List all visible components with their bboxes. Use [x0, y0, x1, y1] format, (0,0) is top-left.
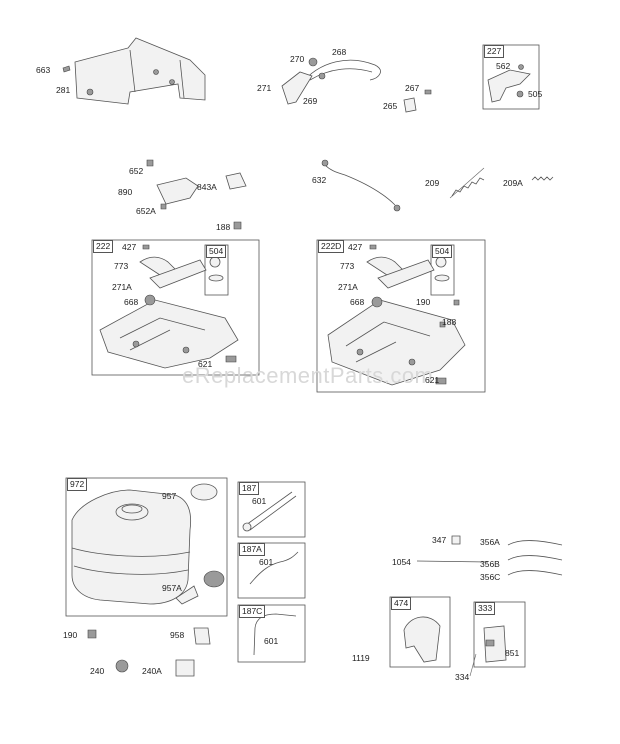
callout-356a: 356A — [480, 537, 500, 547]
callout-240: 240 — [90, 666, 105, 676]
throttle-cable-assembly-drawing — [281, 57, 432, 113]
kit-label-504: 504 — [432, 245, 453, 258]
callout-843a: 843A — [197, 182, 217, 192]
callout-281: 281 — [56, 85, 71, 95]
callout-505: 505 — [528, 89, 543, 99]
callout-334: 334 — [455, 672, 470, 682]
callout-652a: 652A — [136, 206, 156, 216]
callout-269: 269 — [303, 96, 318, 106]
callout-270: 270 — [290, 54, 305, 64]
kit-label-187a: 187A — [239, 543, 265, 556]
callout-663: 663 — [36, 65, 51, 75]
callout-356b: 356B — [480, 559, 500, 569]
kit-label-187c: 187C — [239, 605, 266, 618]
callout-1054: 1054 — [392, 557, 411, 567]
callout-268: 268 — [332, 47, 347, 57]
callout-190: 190 — [63, 630, 78, 640]
callout-957: 957 — [162, 491, 177, 501]
callout-356c: 356C — [480, 572, 501, 582]
callout-773: 773 — [114, 261, 129, 271]
callout-562: 562 — [496, 61, 511, 71]
callout-890: 890 — [118, 187, 133, 197]
callout-427: 427 — [122, 242, 137, 252]
spring-209-drawing — [449, 167, 554, 199]
callout-188: 188 — [216, 222, 231, 232]
callout-347: 347 — [432, 535, 447, 545]
callout-267: 267 — [405, 83, 420, 93]
control-bracket-222d-drawing — [327, 244, 466, 386]
callout-271a: 271A — [112, 282, 132, 292]
callout-652: 652 — [129, 166, 144, 176]
kit-label-222: 222 — [93, 240, 114, 253]
callout-851: 851 — [505, 648, 520, 658]
kit-label-504: 504 — [206, 245, 227, 258]
kit-label-227: 227 — [484, 45, 505, 58]
callout-190: 190 — [416, 297, 431, 307]
kit-label-333: 333 — [475, 602, 496, 615]
fuel-tank-972-drawing — [71, 483, 225, 605]
callout-240a: 240A — [142, 666, 162, 676]
kit-label-474: 474 — [391, 597, 412, 610]
kit-label-222d: 222D — [318, 240, 345, 253]
governor-lever-227-drawing — [487, 64, 531, 103]
callout-621: 621 — [198, 359, 213, 369]
callout-773: 773 — [340, 261, 355, 271]
callout-188: 188 — [442, 317, 457, 327]
control-plate-890-drawing — [146, 159, 247, 230]
control-bracket-222-drawing — [99, 244, 239, 369]
ground-wire-632-drawing — [321, 159, 401, 212]
callout-621: 621 — [425, 375, 440, 385]
wire-harness-drawing — [416, 535, 563, 576]
callout-209: 209 — [425, 178, 440, 188]
callout-601: 601 — [252, 496, 267, 506]
callout-1119: 1119 — [352, 653, 370, 663]
kit-label-187: 187 — [239, 482, 260, 495]
callout-601: 601 — [264, 636, 279, 646]
callout-271: 271 — [257, 83, 272, 93]
callout-271a: 271A — [338, 282, 358, 292]
callout-209a: 209A — [503, 178, 523, 188]
callout-668: 668 — [124, 297, 139, 307]
callout-601: 601 — [259, 557, 274, 567]
callout-427: 427 — [348, 242, 363, 252]
callout-958: 958 — [170, 630, 185, 640]
watermark: eReplacementParts.com — [182, 363, 434, 388]
fuel-fittings-drawing — [87, 627, 211, 677]
callout-632: 632 — [312, 175, 327, 185]
callout-957a: 957A — [162, 583, 182, 593]
bracket-281-drawing — [62, 37, 206, 105]
callout-668: 668 — [350, 297, 365, 307]
callout-265: 265 — [383, 101, 398, 111]
kit-label-972: 972 — [67, 478, 88, 491]
ignition-parts-drawing — [403, 616, 507, 677]
fuel-lines-187-drawing — [242, 491, 299, 656]
